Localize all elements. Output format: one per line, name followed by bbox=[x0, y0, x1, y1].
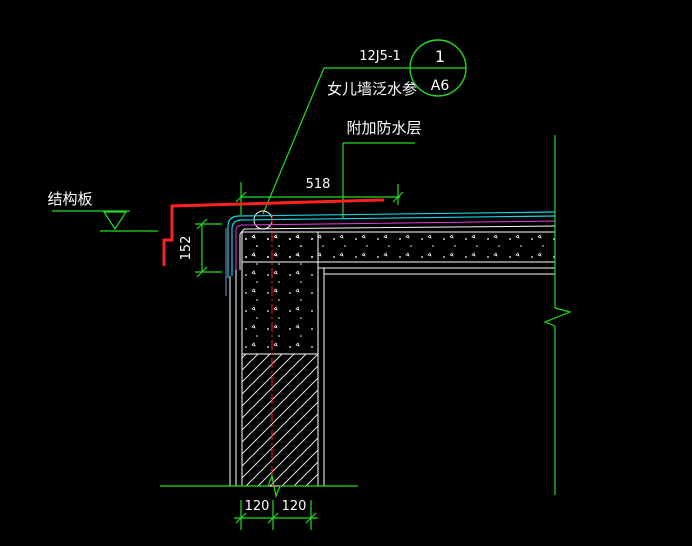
masonry-wall bbox=[241, 353, 319, 487]
callout-ref-code: 12J5-1 bbox=[359, 49, 401, 64]
concrete-column bbox=[241, 231, 319, 355]
dimension-top-value: 518 bbox=[306, 177, 331, 192]
membrane-outer bbox=[227, 211, 556, 278]
callout-description: 女儿墙泛水参 bbox=[327, 80, 417, 98]
extra-waterproof-label: 附加防水层 bbox=[342, 119, 422, 218]
detail-callout: 12J5-1 女儿墙泛水参 1 A6 bbox=[253, 39, 467, 230]
bottom-break-line bbox=[160, 473, 358, 499]
dimension-upturn: 152 bbox=[179, 218, 222, 278]
dimension-bottom: 120 120 bbox=[234, 499, 318, 530]
dimension-wall-left: 120 bbox=[245, 499, 270, 514]
callout-sheet-no: A6 bbox=[431, 78, 450, 94]
right-break-line bbox=[543, 135, 572, 495]
slab-wall-structure bbox=[225, 211, 556, 487]
level-symbol bbox=[102, 211, 128, 231]
dimension-top: 518 bbox=[235, 177, 404, 215]
dimension-upturn-value: 152 bbox=[179, 236, 194, 261]
membrane-magenta bbox=[235, 220, 556, 270]
callout-leader bbox=[262, 67, 325, 215]
membrane-inner bbox=[231, 215, 556, 276]
red-flashing bbox=[162, 198, 385, 266]
structural-slab-label: 结构板 bbox=[47, 190, 158, 232]
structural-slab-text: 结构板 bbox=[47, 190, 92, 208]
dimension-wall-right: 120 bbox=[282, 499, 307, 514]
extra-waterproof-text: 附加防水层 bbox=[346, 119, 421, 137]
callout-detail-no: 1 bbox=[435, 47, 445, 66]
